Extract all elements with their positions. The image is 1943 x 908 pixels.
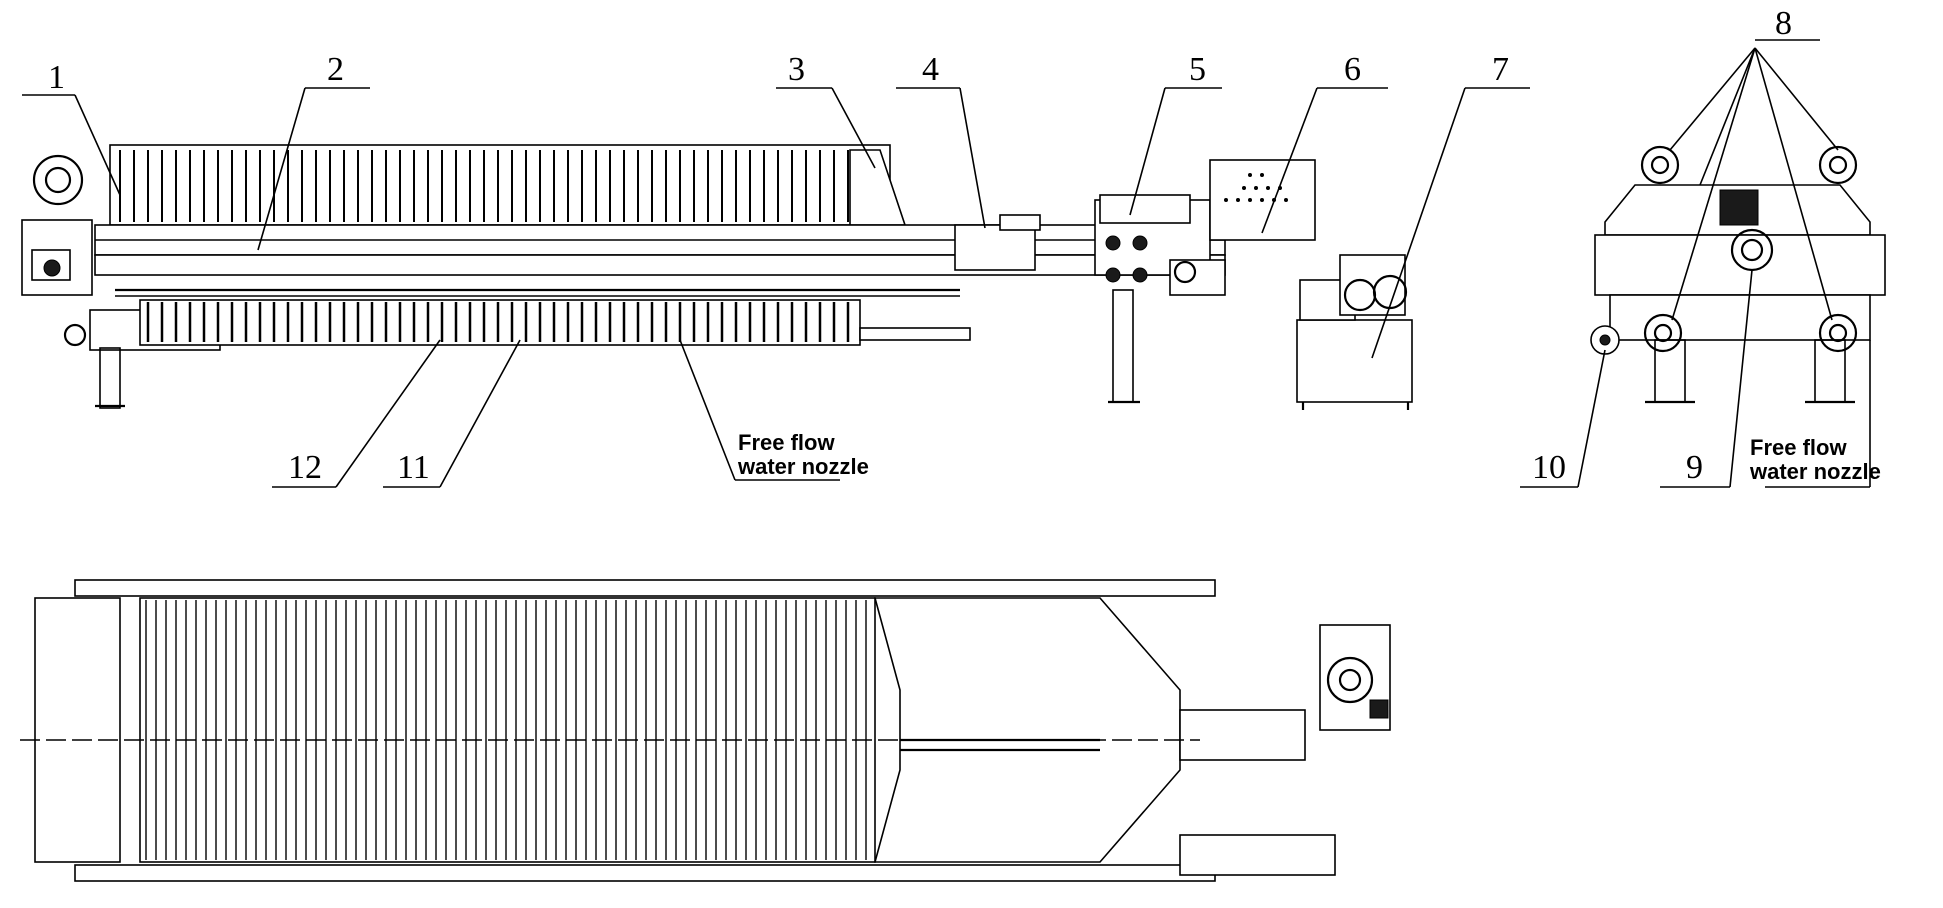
leg-right — [1112, 289, 1134, 403]
roller-top-left — [1640, 145, 1680, 185]
callout-11: 11 — [397, 449, 430, 486]
control-box-small — [1099, 194, 1191, 224]
roller-top-right — [1818, 145, 1858, 185]
nozzle-label-front-1: Free flow — [738, 430, 835, 455]
top-view — [20, 579, 1391, 882]
callout-9: 9 — [1686, 449, 1703, 486]
callout-8: 8 — [1775, 5, 1792, 42]
roller-bottom-left — [1643, 313, 1683, 353]
leg-left — [99, 347, 121, 409]
side-view: 8 10 9 Free flow water nozzle — [1520, 5, 1886, 488]
top-rail-upper — [74, 579, 1216, 597]
head-end — [34, 597, 121, 863]
piston-housing — [873, 597, 1181, 863]
top-rail-lower — [74, 864, 1216, 882]
callout-3: 3 — [788, 51, 805, 88]
pull-plate-device — [954, 224, 1036, 271]
callout-12: 12 — [288, 449, 322, 486]
nozzle-label-front-2: water nozzle — [737, 454, 869, 479]
filter-plate-pack — [109, 144, 891, 226]
roller-bottom-right — [1818, 313, 1858, 353]
cylinder-body — [1179, 709, 1306, 761]
callout-2: 2 — [327, 51, 344, 88]
callout-1: 1 — [48, 59, 65, 96]
thrust-plate — [849, 149, 907, 226]
drive-motor — [1719, 189, 1759, 226]
plate-pack-top — [139, 597, 876, 863]
nozzle-label-side-1: Free flow — [1750, 435, 1847, 460]
callout-4: 4 — [922, 51, 939, 88]
handwheel — [32, 154, 84, 206]
callout-5: 5 — [1189, 51, 1206, 88]
nozzle-label-side-2: water nozzle — [1749, 459, 1881, 484]
hydraulic-station — [1296, 319, 1413, 403]
callout-6: 6 — [1344, 51, 1361, 88]
front-view: 1 2 3 4 5 6 7 11 12 Free flow water nozz… — [21, 51, 1530, 488]
callout-7: 7 — [1492, 51, 1509, 88]
callout-10: 10 — [1532, 449, 1566, 486]
